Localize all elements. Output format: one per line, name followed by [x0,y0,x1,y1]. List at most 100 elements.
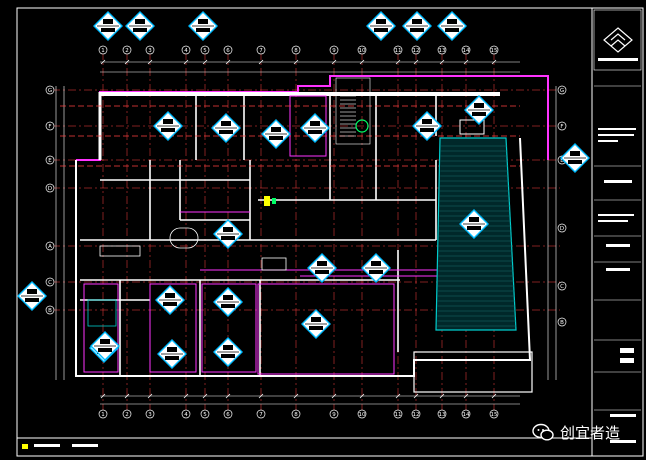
watermark-brand: 创宜者造 [560,423,621,442]
svg-text:B: B [48,308,52,314]
svg-text:6: 6 [226,412,230,418]
svg-text:13: 13 [439,412,446,418]
axis-bubble-right: C [557,281,567,291]
svg-text:1: 1 [101,48,105,54]
axis-bubble-left: A [45,241,55,251]
axis-bubble-left: C [45,277,55,287]
room-marker-icon [412,111,442,141]
svg-text:8: 8 [294,412,298,418]
svg-text:3: 3 [148,48,152,54]
axis-bubble-left: E [45,155,55,165]
svg-text:3: 3 [148,412,152,418]
svg-text:F: F [48,124,51,130]
svg-text:5: 5 [203,48,207,54]
svg-text:A: A [48,244,52,250]
room-marker-icon [300,113,330,143]
axis-bubble-bottom: 4 [181,409,191,419]
axis-bubble-bottom: 8 [291,409,301,419]
axis-bubble-bottom: 7 [256,409,266,419]
svg-text:4: 4 [184,48,188,54]
interior-walls [80,96,437,376]
title-block [593,9,642,443]
wechat-icon [532,423,554,441]
axis-bubble-bottom: 10 [357,409,367,419]
svg-text:B: B [560,320,564,326]
axis-bubble-top: 12 [411,45,421,55]
drawing-frame [16,7,644,457]
room-marker-icon [464,95,494,125]
room-marker-icon [402,11,432,41]
svg-text:9: 9 [332,412,336,418]
axis-bubble-right: D [557,223,567,233]
svg-text:8: 8 [294,48,298,54]
svg-text:E: E [48,158,52,164]
svg-text:12: 12 [413,412,420,418]
company-logo-icon [603,27,633,53]
svg-text:6: 6 [226,48,230,54]
svg-text:14: 14 [463,48,470,54]
axis-bubble-right: G [557,85,567,95]
axis-bubble-top: 14 [461,45,471,55]
axis-bubble-bottom: 2 [122,409,132,419]
staircase [335,77,371,145]
axis-bubble-bottom: 9 [329,409,339,419]
svg-text:D: D [48,186,52,192]
svg-text:C: C [48,280,52,286]
axis-bubble-bottom: 1 [98,409,108,419]
axis-bubble-right: F [557,121,567,131]
room-marker-icon [90,331,120,361]
room-marker-icon [213,219,243,249]
svg-text:12: 12 [413,48,420,54]
axis-bubble-top: 4 [181,45,191,55]
sheet-footer [22,444,98,449]
axis-bubble-top: 11 [393,45,403,55]
room-marker-icon [560,143,590,173]
axis-bubble-bottom: 15 [489,409,499,419]
partition-lines [83,95,440,375]
room-marker-icon [437,11,467,41]
room-marker-icon [211,113,241,143]
room-marker-icon [17,281,47,311]
axis-bubble-left: D [45,183,55,193]
svg-text:10: 10 [359,48,366,54]
room-marker-icon [361,253,391,283]
room-marker-icon [155,285,185,315]
svg-text:E: E [560,158,564,164]
room-marker-icon [261,119,291,149]
room-marker-icon [157,339,187,369]
svg-text:2: 2 [125,48,129,54]
axis-bubble-top: 15 [489,45,499,55]
svg-text:C: C [560,284,564,290]
room-marker-icon [188,11,218,41]
svg-text:10: 10 [359,412,366,418]
svg-text:G: G [48,88,52,94]
axis-bubble-bottom: 12 [411,409,421,419]
watermark: 创宜者造 [532,420,620,444]
svg-text:7: 7 [259,412,263,418]
room-marker-icon [307,253,337,283]
room-marker-icon [125,11,155,41]
svg-text:D: D [560,226,564,232]
axis-bubble-top: 13 [437,45,447,55]
svg-text:G: G [560,88,564,94]
axis-bubble-top: 10 [357,45,367,55]
room-marker-icon [213,287,243,317]
svg-text:11: 11 [395,412,402,418]
axis-bubble-left: F [45,121,55,131]
svg-text:7: 7 [259,48,263,54]
svg-text:13: 13 [439,48,446,54]
svg-text:15: 15 [491,48,498,54]
axis-bubble-top: 9 [329,45,339,55]
svg-text:1: 1 [101,412,105,418]
room-marker-icon [301,309,331,339]
axis-bubble-bottom: 14 [461,409,471,419]
svg-text:4: 4 [184,412,188,418]
axis-bubble-top: 1 [98,45,108,55]
room-marker-icon [213,337,243,367]
axis-bubble-top: 7 [256,45,266,55]
svg-text:2: 2 [125,412,129,418]
fixtures [87,196,287,327]
axis-bubble-left: G [45,85,55,95]
